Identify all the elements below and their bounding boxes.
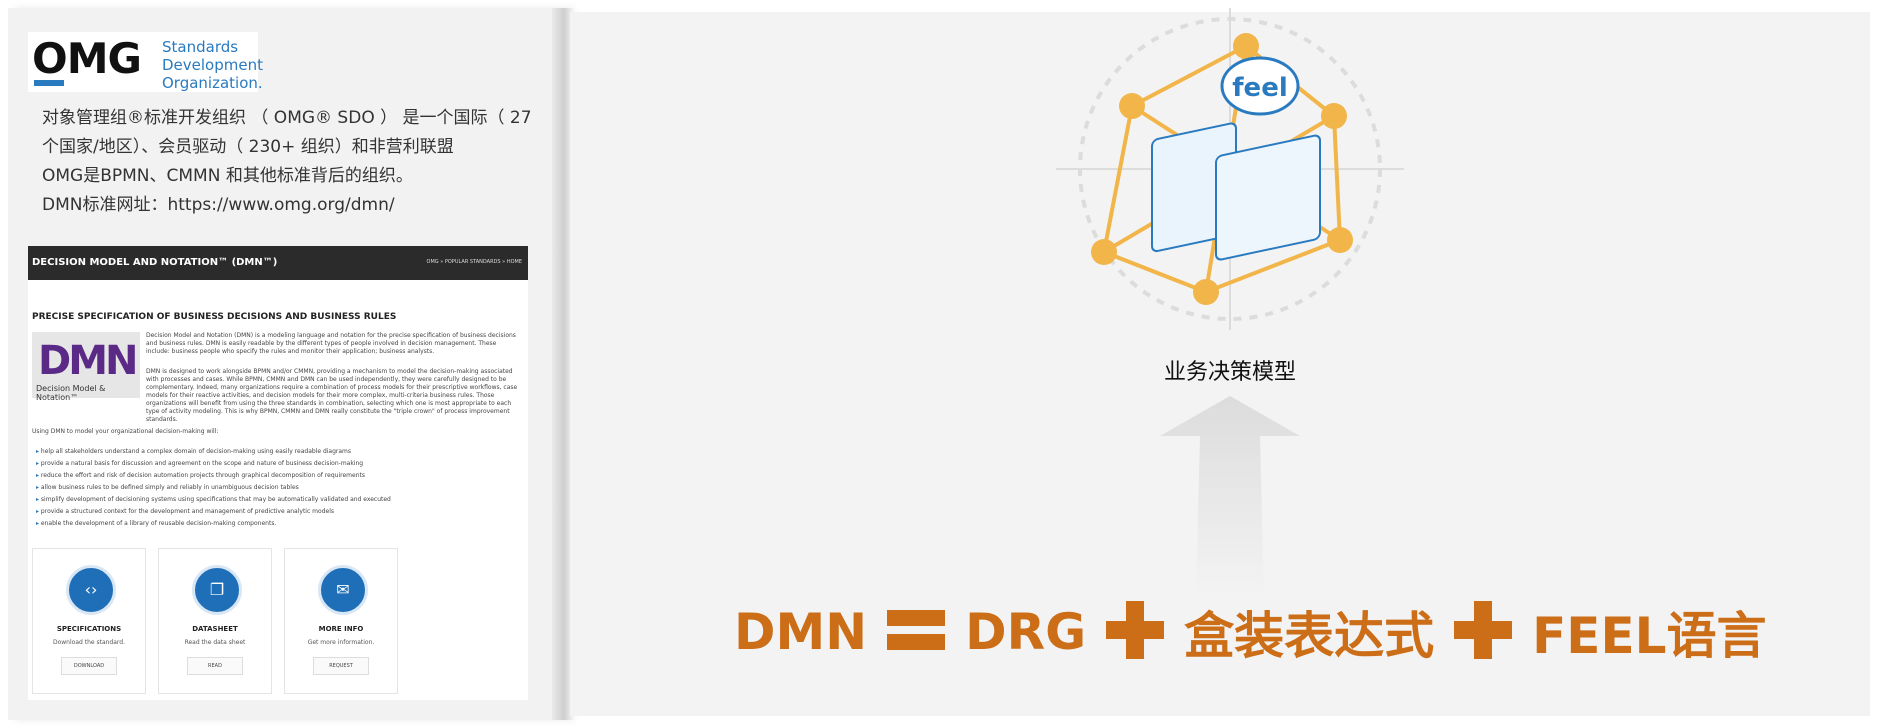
card-desc: Download the standard. [52,639,125,646]
list-item: enable the development of a library of r… [36,518,516,530]
list-item: simplify development of decisioning syst… [36,494,516,506]
download-button[interactable]: DOWNLOAD [61,657,117,675]
page-fold [552,8,574,720]
dmn-bullet-list: help all stakeholders understand a compl… [36,446,516,530]
up-arrow-icon [1160,396,1300,596]
dmn-using-line: Using DMN to model your organizational d… [32,428,219,435]
omg-logo-text: Standards Development Organization. [162,38,263,92]
copy-icon: ❐ [192,565,242,615]
read-button[interactable]: READ [187,657,243,675]
card-desc: Get more information. [307,639,375,646]
dmn-header: DECISION MODEL AND NOTATION™ (DMN™) OMG … [28,246,528,280]
omg-line-organization: Organization. [162,74,263,92]
card-more-info: ✉ MORE INFO Get more information. REQUES… [284,548,398,694]
intro-line-1: 对象管理组®标准开发组织 （ OMG® SDO ） 是一个国际（ 27 [42,108,532,128]
dmn-logo-caption: Decision Model & Notation™ [36,384,106,402]
code-icon: ‹› [66,565,116,615]
network-nodes [1091,33,1353,305]
dmn-breadcrumb[interactable]: OMG » POPULAR STANDARDS » HOME [426,259,522,265]
dmn-section-title: PRECISE SPECIFICATION OF BUSINESS DECISI… [32,312,397,322]
intro-line-4: DMN标准网址：https://www.omg.org/dmn/ [42,195,395,215]
omg-line-standards: Standards [162,38,239,56]
dmn-webpage: DECISION MODEL AND NOTATION™ (DMN™) OMG … [28,246,528,700]
term-boxed-expression: 盒装表达式 [1184,607,1435,665]
list-item: allow business rules to be defined simpl… [36,482,516,494]
dmn-logo: DMN Decision Model & Notation™ [32,332,140,402]
drg-diagram-icon [1215,134,1321,261]
request-button[interactable]: REQUEST [313,657,369,675]
card-title: MORE INFO [318,625,364,633]
list-item: provide a structured context for the dev… [36,506,516,518]
list-item: provide a natural basis for discussion a… [36,458,516,470]
term-drg: DRG [965,603,1087,661]
equals-icon [887,604,946,660]
dmn-paragraph-1: Decision Model and Notation (DMN) is a m… [146,332,516,355]
decision-model-graphic: feel [1056,8,1404,330]
intro-line-3: OMG是BPMN、CMMN 和其他标准背后的组织。 [42,166,413,186]
plus-icon [1454,601,1513,663]
card-title: SPECIFICATIONS [56,625,122,633]
model-caption: 业务决策模型 [1163,360,1296,385]
list-item: reduce the effort and risk of decision a… [36,470,516,482]
card-datasheet: ❐ DATASHEET Read the data sheet READ [158,548,272,694]
dmn-paragraph-2: DMN is designed to work alongside BPMN a… [146,368,518,423]
card-title: DATASHEET [192,625,238,633]
omg-logo: OMG Standards Development Organization. [28,32,263,92]
dmn-header-title: DECISION MODEL AND NOTATION™ (DMN™) [32,257,278,268]
card-specifications: ‹› SPECIFICATIONS Download the standard.… [32,548,146,694]
intro-text: 对象管理组®标准开发组织 （ OMG® SDO ） 是一个国际（ 27 个国家/… [42,104,542,220]
omg-logo-letters: OMG [32,34,142,83]
dmn-logo-text: DMN [38,338,138,384]
intro-line-2: 个国家/地区）、会员驱动（ 230+ 组织）和非营利联盟 [42,137,454,157]
omg-line-development: Development [162,56,263,74]
term-feel-language: FEEL语言 [1532,607,1767,665]
omg-logo-bar [34,80,64,86]
mail-icon: ✉ [318,565,368,615]
term-dmn: DMN [734,603,868,661]
equation: DMN DRG 盒装表达式 FEEL语言 [734,596,1766,668]
feel-bubble-text: feel [1232,73,1288,103]
feel-bubble-icon: feel [1220,56,1300,116]
card-desc: Read the data sheet [184,639,246,646]
list-item: help all stakeholders understand a compl… [36,446,516,458]
plus-icon [1106,601,1165,663]
